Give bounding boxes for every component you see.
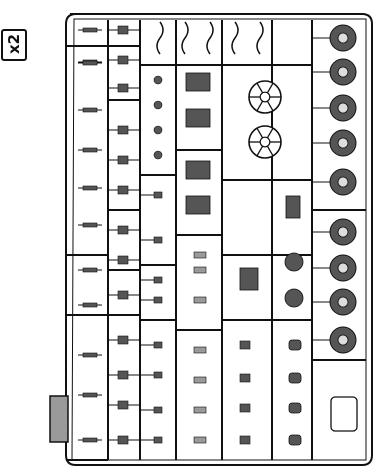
wheel-hub	[337, 102, 349, 114]
sprue-outer-frame	[65, 13, 373, 466]
curved-sprue-part	[256, 21, 264, 55]
small-part	[193, 406, 207, 414]
wheel-spoke	[256, 127, 264, 139]
small-part	[153, 341, 163, 349]
small-part	[117, 400, 129, 410]
track-link-part	[82, 107, 98, 113]
wheel-spoke	[266, 100, 274, 112]
wheel-spoke	[266, 145, 274, 157]
track-link-part	[82, 185, 98, 191]
small-part	[288, 372, 302, 384]
small-part	[117, 125, 129, 135]
small-part	[153, 276, 163, 284]
small-part	[117, 225, 129, 235]
wheel-hub	[337, 226, 349, 238]
hull-plate-part	[185, 72, 211, 92]
curved-sprue-part	[206, 21, 214, 55]
round-part	[284, 252, 304, 272]
small-round-part	[153, 100, 163, 110]
small-part	[117, 185, 129, 195]
small-part	[288, 339, 302, 351]
small-part	[193, 296, 207, 304]
wheel-hub	[337, 262, 349, 274]
small-part	[153, 296, 163, 304]
track-link-part	[82, 267, 98, 273]
small-part	[153, 371, 163, 379]
small-part	[153, 191, 163, 199]
track-link-part	[82, 437, 98, 443]
track-link-part	[82, 392, 98, 398]
small-part	[117, 335, 129, 345]
small-part	[153, 436, 163, 444]
wheel-hub	[337, 296, 349, 308]
small-round-part	[153, 75, 163, 85]
small-part	[117, 435, 129, 445]
panel-part	[330, 396, 358, 432]
sprue-inner-frame	[71, 18, 367, 461]
sprue-gate-tab	[49, 395, 69, 443]
small-part	[117, 255, 129, 265]
small-part	[117, 25, 129, 35]
small-part	[239, 435, 251, 445]
small-part	[117, 83, 129, 93]
hull-plate-part	[185, 108, 211, 128]
curved-sprue-part	[181, 21, 189, 55]
wheel-hub	[259, 91, 271, 103]
small-part	[117, 290, 129, 300]
track-link-part	[82, 60, 98, 66]
hull-plate-part	[185, 160, 211, 180]
track-link-part	[82, 352, 98, 358]
small-part	[239, 403, 251, 413]
small-part	[193, 436, 207, 444]
wheel-hub	[259, 136, 271, 148]
small-part	[239, 373, 251, 383]
round-part	[284, 288, 304, 308]
small-part	[117, 155, 129, 165]
wheel-hub	[337, 137, 349, 149]
small-part	[153, 406, 163, 414]
wheel-spoke	[256, 145, 264, 157]
small-part	[153, 236, 163, 244]
hull-plate-part	[185, 195, 211, 215]
small-part	[117, 55, 129, 65]
small-part	[288, 402, 302, 414]
small-part	[193, 251, 207, 259]
track-link-part	[82, 302, 98, 308]
small-part	[193, 346, 207, 354]
curved-sprue-part	[231, 21, 239, 55]
small-round-part	[153, 150, 163, 160]
small-part	[239, 340, 251, 350]
small-part	[288, 434, 302, 446]
wheel-spoke	[266, 127, 274, 139]
wheel-hub	[337, 334, 349, 346]
multiplier-badge: x2	[1, 29, 27, 61]
track-link-part	[82, 222, 98, 228]
curved-sprue-part	[156, 21, 164, 55]
wheel-spoke	[256, 82, 264, 94]
wheel-hub	[337, 66, 349, 78]
wheel-hub	[337, 32, 349, 44]
block-part	[285, 195, 301, 219]
small-part	[193, 266, 207, 274]
wheel-spoke	[256, 100, 264, 112]
small-round-part	[153, 125, 163, 135]
track-link-part	[82, 147, 98, 153]
wheel-hub	[337, 176, 349, 188]
small-part	[117, 370, 129, 380]
small-part	[193, 376, 207, 384]
block-part	[239, 267, 259, 291]
wheel-spoke	[266, 82, 274, 94]
track-link-part	[82, 27, 98, 33]
